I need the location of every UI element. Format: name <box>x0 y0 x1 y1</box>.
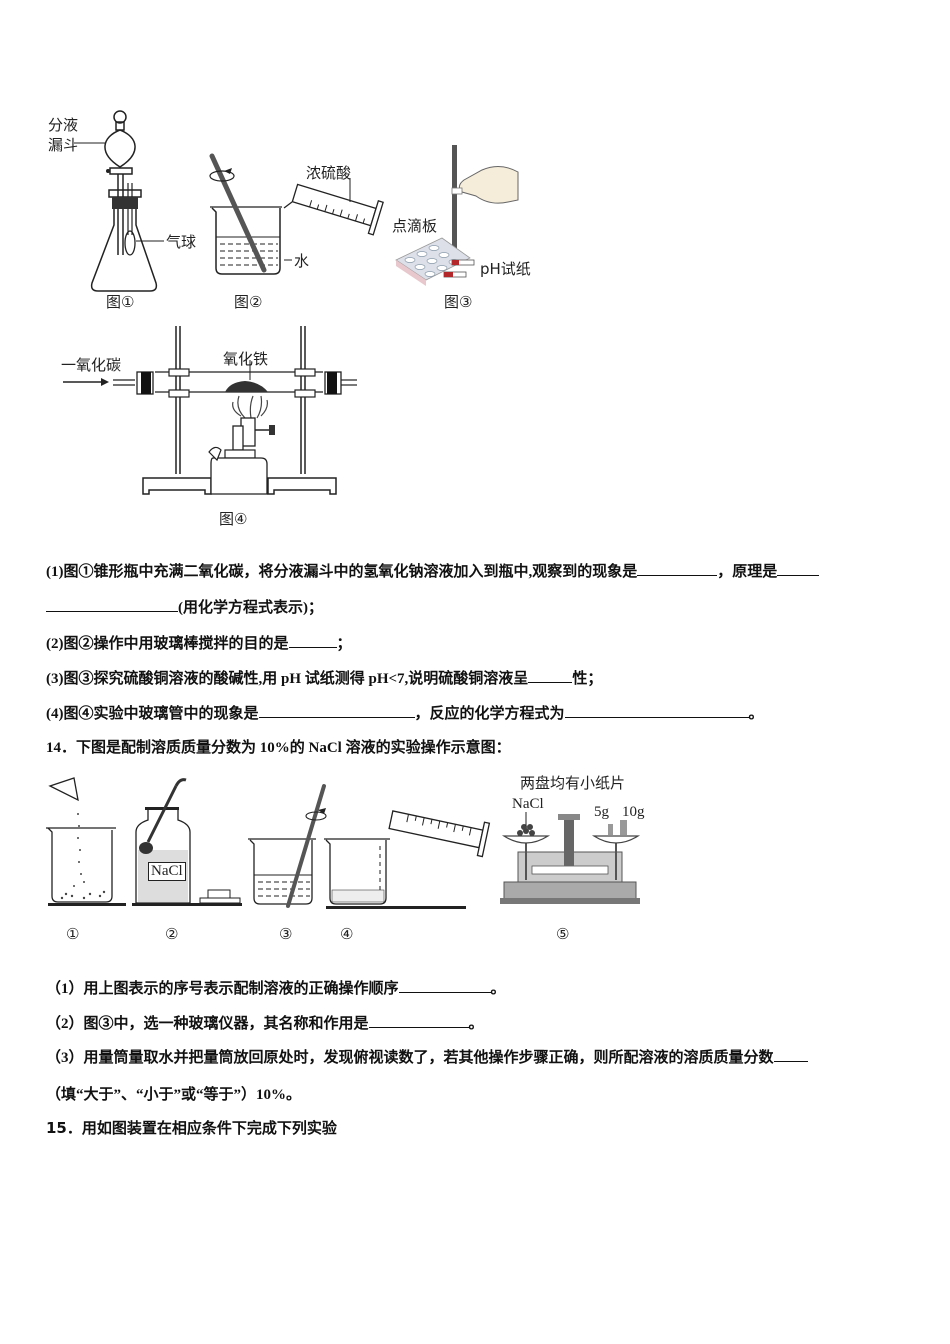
answer-blank-equation[interactable] <box>46 597 178 612</box>
figure-2-dilute-sulfuric-acid: 浓硫酸 水 图② <box>200 140 400 315</box>
answer-blank-principle-start[interactable] <box>777 561 820 576</box>
label-spot-plate: 点滴板 <box>392 217 438 235</box>
caption-figure-3: 图③ <box>444 293 473 311</box>
answer-blank-reaction-equation[interactable] <box>564 703 749 718</box>
answer-blank-operation-order[interactable] <box>398 978 491 993</box>
q13-part1-line1: (1)图①锥形瓶中充满二氧化碳，将分液漏斗中的氢氧化钠溶液加入到瓶中,观察到的现… <box>46 560 820 581</box>
beaker-cylinder-diagram <box>209 153 384 275</box>
answer-blank-stirring-purpose[interactable] <box>288 633 337 648</box>
q14-title: 14．下图是配制溶质质量分数为 10%的 NaCl 溶液的实验操作示意图： <box>46 740 511 756</box>
label-iron-oxide: 氧化铁 <box>223 350 269 368</box>
q14-part1: （1）用上图表示的序号表示配制溶液的正确操作顺序。 <box>46 977 506 998</box>
label-bottle-nacl: NaCl <box>148 862 186 881</box>
answer-blank-glass-instrument[interactable] <box>368 1013 469 1028</box>
step-label-1: ① <box>66 925 80 943</box>
label-balance-nacl: NaCl <box>512 796 544 812</box>
q14-figure-row: NaCl 两盘均有小纸片 NaCl 5g 10g ① ② ③ ④ ⑤ <box>44 770 664 950</box>
q14-part3-line2: （填“大于”、“小于”或“等于”）10%。 <box>46 1087 302 1103</box>
ph-test-diagram <box>395 145 519 286</box>
answer-blank-phenomenon[interactable] <box>637 561 718 576</box>
answer-blank-acidity[interactable] <box>528 668 573 683</box>
q13-part1-line2: (用化学方程式表示)； <box>46 596 323 617</box>
label-conc-sulfuric-acid: 浓硫酸 <box>306 164 352 182</box>
q14-part3-line1: （3）用量筒量取水并把量筒放回原处时，发现俯视读数了，若其他操作步骤正确，则所配… <box>46 1046 808 1067</box>
step-label-2: ② <box>165 925 179 943</box>
step-label-4: ④ <box>340 925 354 943</box>
step-label-3: ③ <box>279 925 293 943</box>
q14-part2: （2）图③中，选一种玻璃仪器，其名称和作用是。 <box>46 1012 484 1033</box>
q13-part3: (3)图③探究硫酸铜溶液的酸碱性,用 pH 试纸测得 pH<7,说明硫酸铜溶液呈… <box>46 667 602 688</box>
step-label-5: ⑤ <box>556 925 570 943</box>
label-weight-10g: 10g <box>622 804 645 820</box>
label-balance-note: 两盘均有小纸片 <box>520 774 626 792</box>
figure-4-co-reduce-iron-oxide: 一氧化碳 氧化铁 图④ <box>55 322 365 532</box>
answer-blank-mass-fraction[interactable] <box>773 1047 808 1062</box>
q13-part4: (4)图④实验中玻璃管中的现象是，反应的化学方程式为。 <box>46 702 764 723</box>
caption-figure-4: 图④ <box>219 510 248 528</box>
caption-figure-1: 图① <box>106 293 135 311</box>
answer-blank-tube-phenomenon[interactable] <box>258 703 415 718</box>
label-weight-5g: 5g <box>594 804 609 820</box>
figure-1-co2-naoh-flask: 分液漏斗 气球 图① <box>44 105 214 315</box>
label-separating-funnel: 分液漏斗 <box>48 116 79 154</box>
label-balloon: 气球 <box>166 233 197 251</box>
flask-funnel-diagram <box>74 110 164 292</box>
label-water: 水 <box>294 252 310 270</box>
co-reduction-diagram <box>63 326 357 495</box>
caption-figure-2: 图② <box>234 293 263 311</box>
figure-3-ph-test: 点滴板 pH试纸 图③ <box>390 140 550 315</box>
label-ph-paper: pH试纸 <box>480 260 531 278</box>
q13-part2: (2)图②操作中用玻璃棒搅拌的目的是； <box>46 632 352 653</box>
label-carbon-monoxide: 一氧化碳 <box>61 356 122 374</box>
q15-title: 15．用如图装置在相应条件下完成下列实验 <box>46 1119 337 1137</box>
